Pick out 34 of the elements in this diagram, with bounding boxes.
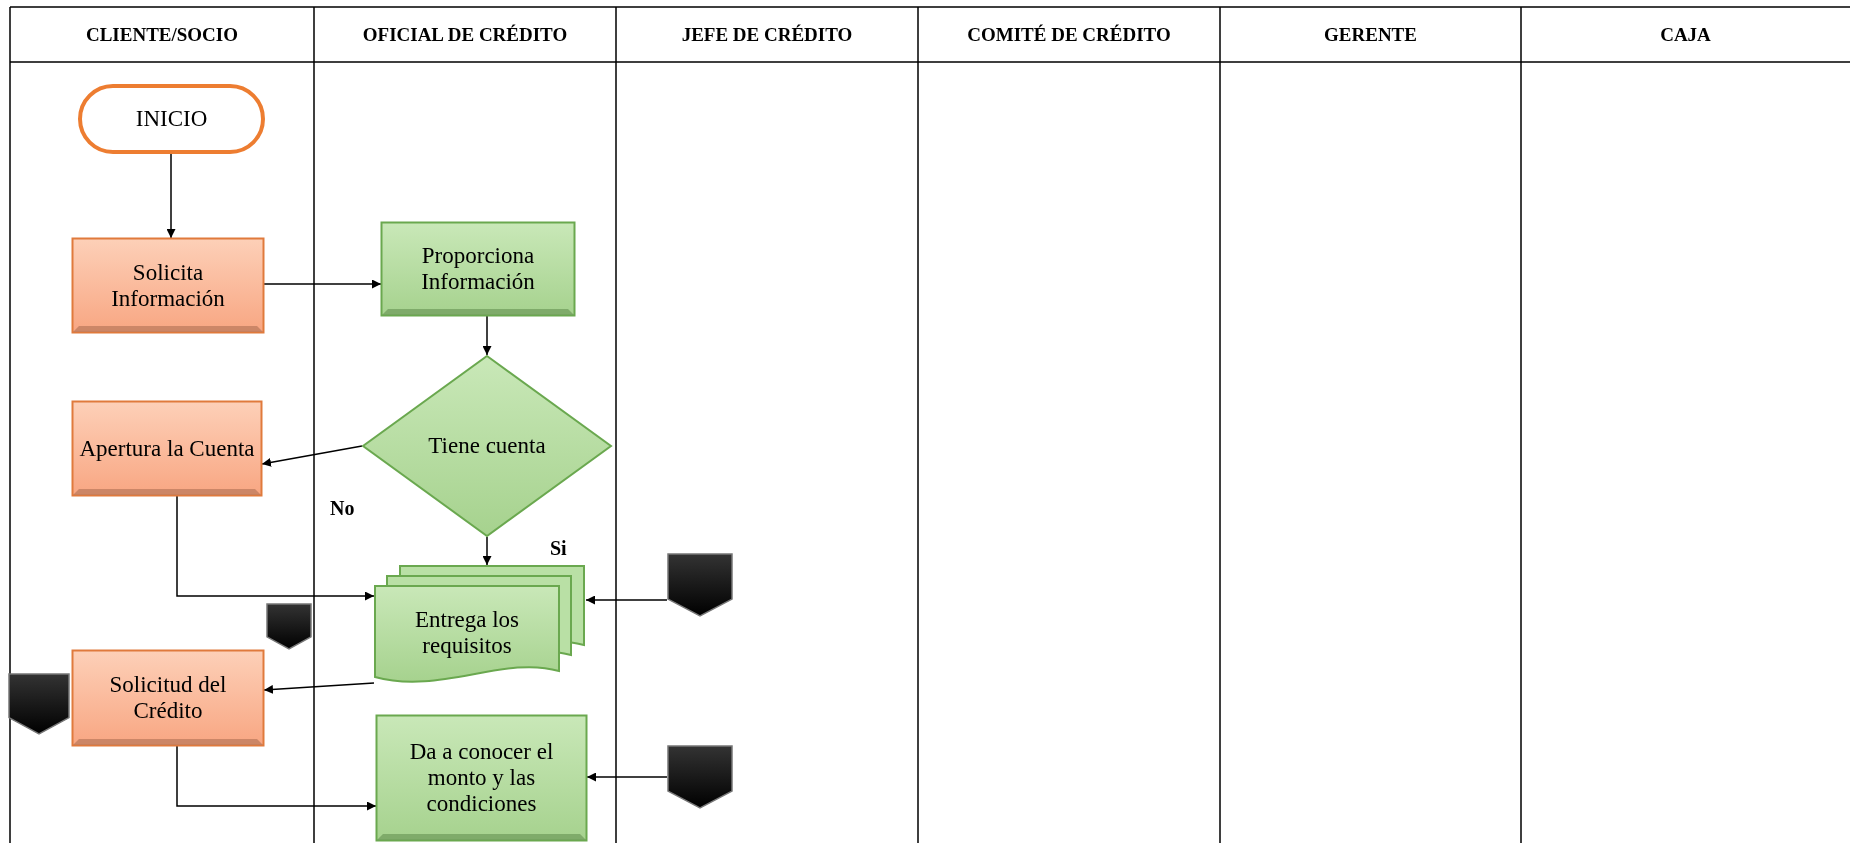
node-label: Solicita Información xyxy=(110,259,226,312)
arrow xyxy=(586,772,668,782)
arrow xyxy=(482,315,492,356)
node-label: INICIO xyxy=(135,106,208,132)
arrow xyxy=(176,495,375,601)
off-page-connector xyxy=(667,745,733,809)
node-label: Tiene cuenta xyxy=(428,433,546,459)
node-label: Entrega los requisitos xyxy=(413,606,521,659)
off-page-connector xyxy=(266,603,312,650)
lane-header: COMITÉ DE CRÉDITO xyxy=(967,24,1171,46)
lane-header: GERENTE xyxy=(1324,24,1417,46)
arrow xyxy=(261,445,363,467)
process-box xyxy=(376,715,587,841)
arrow xyxy=(263,682,375,694)
node-label: Solicitud del Crédito xyxy=(108,672,228,724)
node-label: Apertura la Cuenta xyxy=(79,435,255,462)
process-box xyxy=(381,222,575,316)
lane-header: JEFE DE CRÉDITO xyxy=(681,24,853,46)
arrow xyxy=(482,536,492,566)
off-page-connector xyxy=(8,673,70,735)
arrow xyxy=(585,595,668,605)
process-box xyxy=(72,401,262,496)
node-label: Da a conocer el monto y las condiciones xyxy=(408,739,555,817)
arrow xyxy=(263,279,382,289)
lane-header: OFICIAL DE CRÉDITO xyxy=(362,24,568,46)
process-box xyxy=(72,238,264,333)
lane-header: CAJA xyxy=(1660,24,1711,46)
node-label: Proporciona Información xyxy=(420,243,536,295)
arrow xyxy=(176,745,377,811)
arrow xyxy=(166,153,176,239)
off-page-connector xyxy=(667,553,733,617)
process-box xyxy=(72,650,264,746)
decision-diamond xyxy=(362,355,612,537)
lane-header: CLIENTE/SOCIO xyxy=(85,24,238,46)
